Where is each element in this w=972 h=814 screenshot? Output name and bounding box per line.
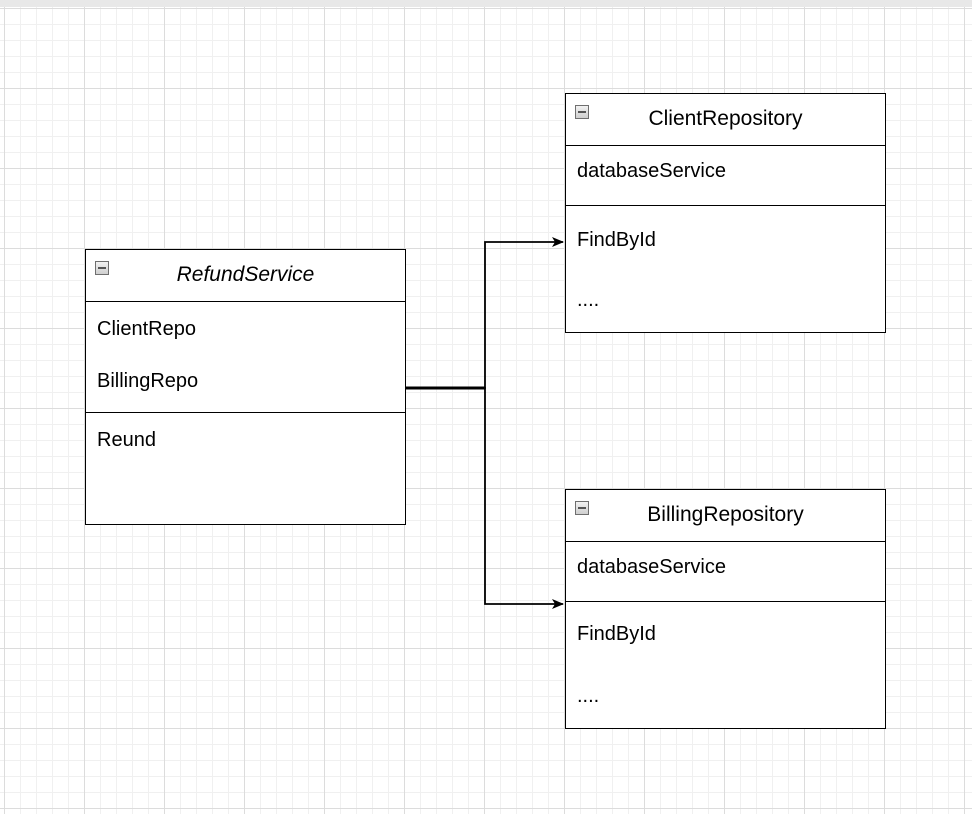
- methods-section: Reund: [86, 412, 405, 523]
- collapse-toggle-icon[interactable]: [95, 261, 109, 275]
- attributes-section: ClientRepo BillingRepo: [86, 302, 405, 412]
- class-header[interactable]: RefundService: [86, 250, 405, 302]
- class-name: ClientRepository: [648, 107, 803, 130]
- attribute-item[interactable]: databaseService: [577, 556, 726, 578]
- top-toolbar-strip: [0, 0, 972, 7]
- attributes-section: databaseService: [566, 146, 885, 205]
- connector-refund-to-client[interactable]: [405, 237, 564, 389]
- class-name: RefundService: [176, 263, 315, 286]
- class-box-refund-service[interactable]: RefundService ClientRepo BillingRepo Reu…: [85, 249, 406, 525]
- methods-section: FindById ....: [566, 205, 885, 331]
- collapse-toggle-icon[interactable]: [575, 501, 589, 515]
- attributes-section: databaseService: [566, 542, 885, 601]
- class-name: BillingRepository: [647, 503, 804, 526]
- class-header[interactable]: BillingRepository: [566, 490, 885, 542]
- method-item[interactable]: ....: [577, 685, 600, 707]
- method-item[interactable]: Reund: [97, 429, 156, 451]
- class-box-client-repository[interactable]: ClientRepository databaseService FindByI…: [565, 93, 886, 333]
- method-item[interactable]: ....: [577, 289, 600, 311]
- class-header[interactable]: ClientRepository: [566, 94, 885, 146]
- method-item[interactable]: FindById: [577, 623, 656, 645]
- collapse-toggle-icon[interactable]: [575, 105, 589, 119]
- attribute-item[interactable]: ClientRepo: [97, 318, 196, 340]
- method-item[interactable]: FindById: [577, 229, 656, 251]
- attribute-item[interactable]: BillingRepo: [97, 370, 199, 392]
- methods-section: FindById ....: [566, 601, 885, 727]
- attribute-item[interactable]: databaseService: [577, 160, 726, 182]
- class-box-billing-repository[interactable]: BillingRepository databaseService FindBy…: [565, 489, 886, 729]
- connector-refund-to-billing[interactable]: [405, 387, 564, 609]
